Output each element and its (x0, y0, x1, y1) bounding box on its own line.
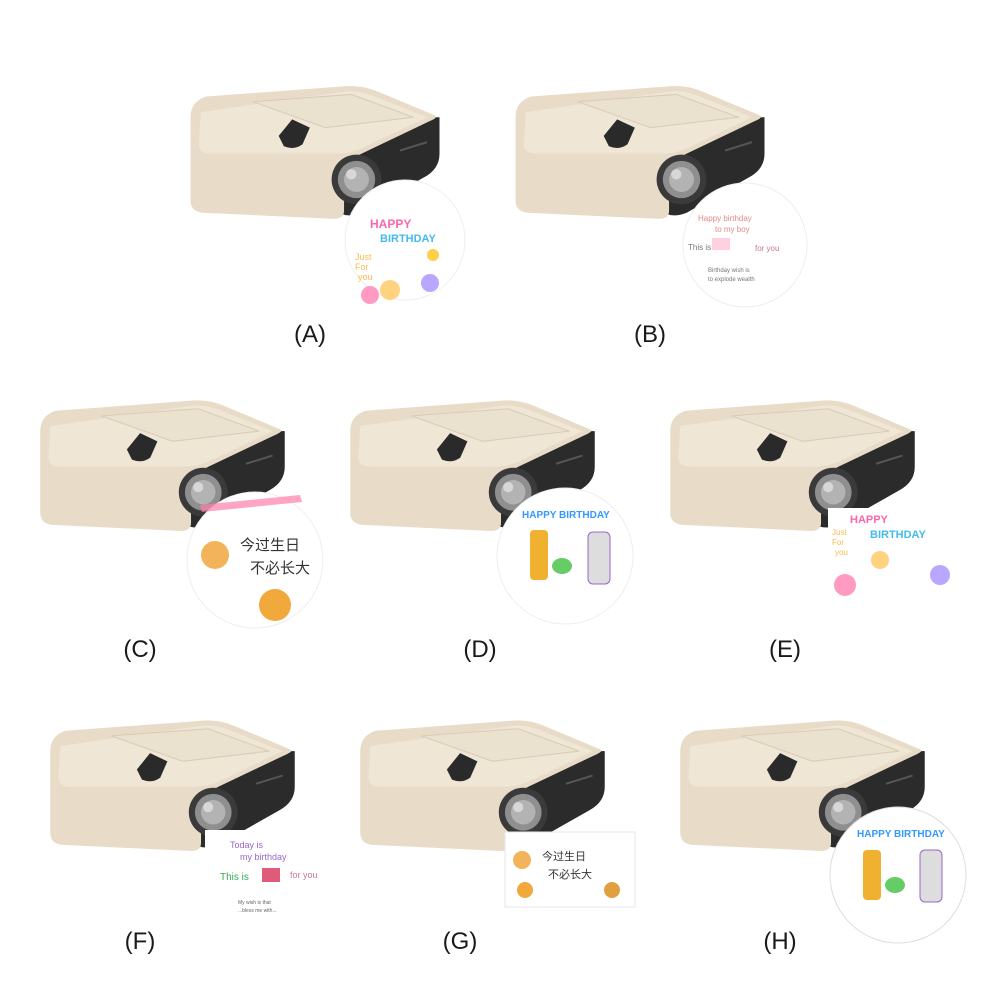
astronaut-illustration (587, 531, 611, 585)
panel-caption: (A) (294, 321, 326, 348)
cake-illustration (262, 868, 280, 882)
projection-text-line5: Birthday wish is (708, 268, 750, 274)
cake-illustration (871, 551, 889, 569)
projection-text-just: Just (355, 252, 372, 262)
panel-d: HAPPY BIRTHDAY (D) (340, 370, 640, 670)
projection-text-line3: This is (688, 243, 711, 252)
panel-f: Today is my birthday This is for you My … (40, 690, 340, 990)
projection-text-line2: my birthday (240, 852, 287, 862)
projection-text-for: For (355, 262, 369, 272)
flower-illustration (361, 286, 379, 304)
projection-text-line1: HAPPY BIRTHDAY (522, 510, 610, 521)
smiley-illustration (427, 249, 439, 261)
projection-text-line2: to my boy (715, 225, 750, 234)
alien-illustration (885, 877, 905, 893)
projection-text-line5: My wish is that (238, 900, 271, 906)
bear-illustration (517, 882, 533, 898)
projector-device-image: 今过生日 不必长大 (39, 399, 324, 629)
cloud-illustration (421, 274, 439, 292)
panel-caption: (H) (763, 928, 797, 955)
projection-disc (496, 487, 634, 625)
projection-text-happy: HAPPY (850, 514, 889, 526)
projection-text-line2: 不必长大 (250, 559, 310, 577)
panel-caption: (G) (442, 928, 478, 955)
projection-text-line6: ...bless me with... (238, 908, 277, 914)
cloud-illustration (930, 565, 950, 585)
panel-caption: (E) (769, 636, 801, 663)
panel-b: Happy birthday to my boy This is for you… (500, 55, 808, 355)
projection-disc (344, 179, 466, 301)
cake-illustration (380, 280, 400, 300)
character-illustration (513, 851, 531, 869)
projection-disc (829, 806, 967, 944)
projection-text-line3: This is (220, 872, 249, 883)
projection-text-line6: to explode wealth (708, 277, 755, 283)
bear-illustration (259, 589, 291, 621)
character-illustration (201, 541, 229, 569)
projection-text-for: For (832, 538, 844, 547)
projection-text-line1: 今过生日 (240, 536, 300, 554)
panel-e: HAPPY BIRTHDAY Just For you (E) (660, 370, 960, 670)
astronaut-illustration (919, 849, 943, 903)
character-illustration (530, 530, 548, 580)
panel-g: 今过生日 不必长大 (G) (350, 690, 650, 990)
panel-caption: (B) (634, 321, 666, 348)
projection-disc (186, 491, 324, 629)
panel-caption: (F) (124, 928, 156, 955)
alien-illustration (552, 558, 572, 574)
panel-c: 今过生日 不必长大 (C) (30, 370, 330, 670)
projection-text-line1: 今过生日 (542, 849, 586, 863)
projection-text-you: you (358, 272, 373, 282)
projection-text-you: you (835, 548, 848, 557)
cake-illustration (712, 238, 730, 250)
projector-device-image: HAPPY BIRTHDAY (679, 719, 967, 944)
projection-text-birthday: BIRTHDAY (380, 233, 436, 245)
bunting-illustration (200, 495, 302, 512)
projection-text-line1: Happy birthday (698, 214, 752, 223)
projector-device-image: Happy birthday to my boy This is for you… (514, 84, 808, 308)
flower-illustration (834, 574, 856, 596)
projection-text-line2: 不必长大 (548, 867, 592, 881)
projector-device-image: Today is my birthday This is for you My … (49, 719, 340, 925)
projection-text-line1: Today is (230, 840, 264, 850)
projection-text-line1: HAPPY BIRTHDAY (857, 829, 945, 840)
projector-device-image: HAPPY BIRTHDAY (349, 399, 634, 625)
panel-caption: (C) (123, 636, 157, 663)
panel-h: HAPPY BIRTHDAY (H) (670, 690, 970, 990)
projection-text-line4: for you (755, 244, 779, 253)
projection-text-happy: HAPPY (370, 217, 411, 231)
dog-illustration (604, 882, 620, 898)
panel-caption: (D) (463, 636, 497, 663)
projector-device-image: HAPPY BIRTHDAY Just For you (669, 399, 958, 604)
projection-disc (682, 182, 808, 308)
projector-device-image: HAPPY BIRTHDAY Just For you (189, 84, 466, 304)
panel-a: HAPPY BIRTHDAY Just For you (A) (175, 55, 475, 355)
character-illustration (863, 850, 881, 900)
projection-text-birthday: BIRTHDAY (870, 529, 926, 541)
projection-text-line4: for you (290, 870, 318, 880)
projection-text-just: Just (832, 528, 847, 537)
projector-device-image: 今过生日 不必长大 (359, 719, 636, 908)
